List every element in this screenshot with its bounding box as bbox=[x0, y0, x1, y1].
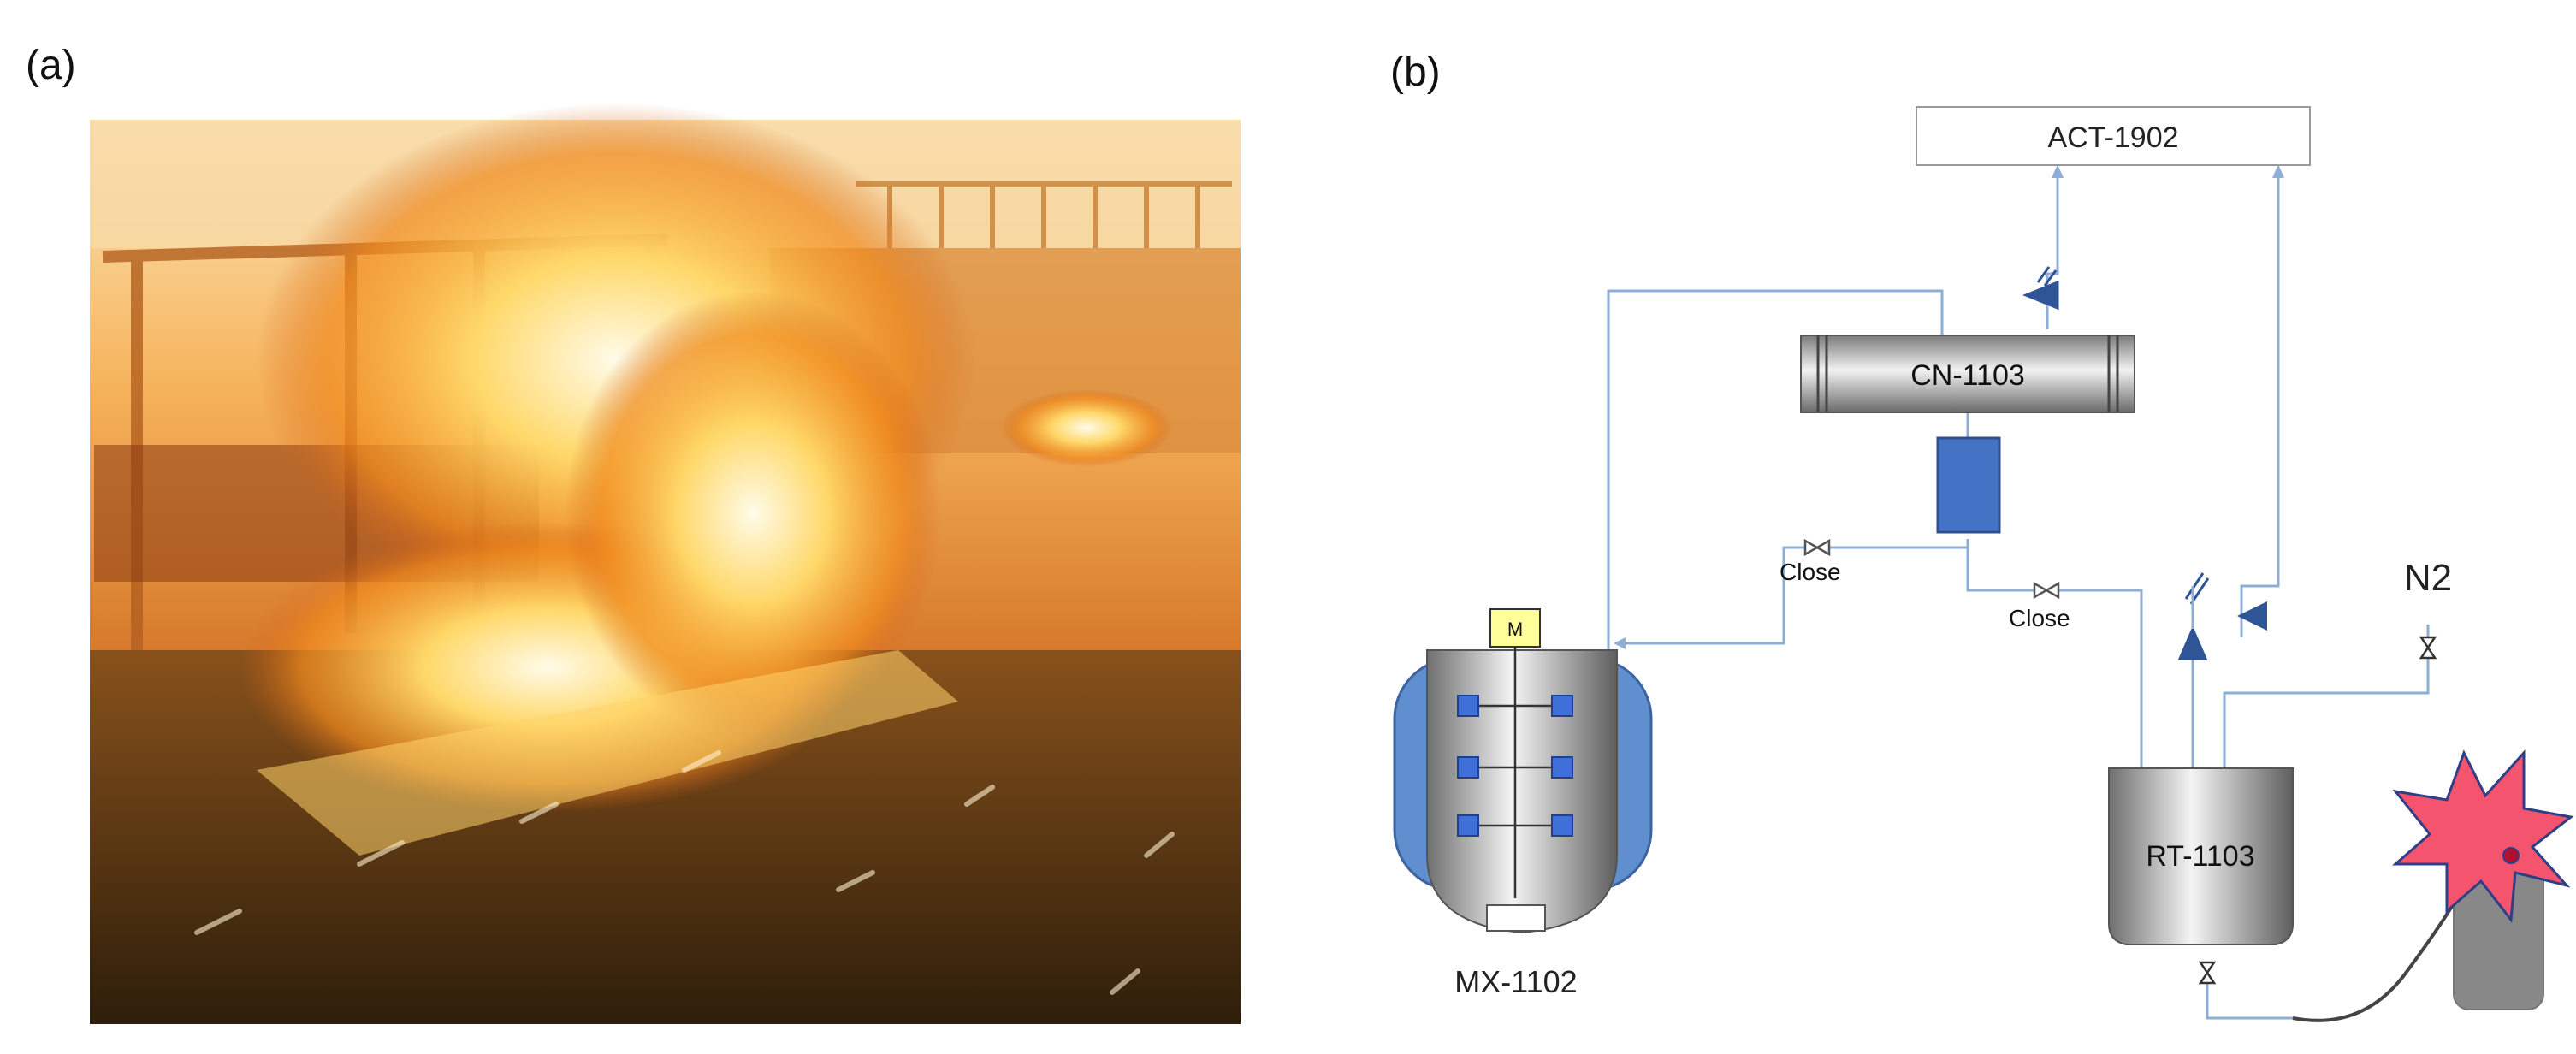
panel-b-label: (b) bbox=[1390, 50, 1441, 95]
close-valve-left: Close bbox=[1780, 538, 1841, 585]
piping bbox=[1607, 178, 2430, 1020]
n2-valve-icon bbox=[2419, 636, 2437, 660]
explosion-burst-icon bbox=[2392, 749, 2574, 1010]
close-valve-right-label: Close bbox=[2009, 605, 2070, 631]
cn-1103-label: CN-1103 bbox=[1910, 359, 2025, 392]
panel-a-label: (a) bbox=[26, 43, 76, 88]
close-valve-right: Close bbox=[2009, 581, 2070, 631]
separator-vessel bbox=[1936, 436, 2001, 534]
n2-label: N2 bbox=[2404, 557, 2452, 599]
rt-vent-valve-icon bbox=[2237, 601, 2267, 631]
mx-1102-label: MX-1102 bbox=[1454, 964, 1577, 999]
rt-1103-tank: RT-1103 bbox=[2108, 767, 2294, 985]
rt-relief-valve-icon bbox=[2177, 572, 2210, 660]
relief-valve-icon bbox=[2022, 266, 2059, 311]
rt-1103-label: RT-1103 bbox=[2146, 840, 2254, 873]
act-1902-box: ACT-1902 bbox=[1916, 106, 2311, 166]
mx-motor-label: M bbox=[1507, 619, 1523, 640]
fire-explosion-photo bbox=[90, 103, 1241, 1024]
act-1902-label: ACT-1902 bbox=[2047, 121, 2178, 154]
close-valve-left-label: Close bbox=[1780, 559, 1841, 585]
rt-bottom-valve-icon bbox=[2198, 961, 2217, 985]
mx-1102-mixer: M MX-1102 bbox=[1393, 608, 1653, 999]
cn-1103-condenser: CN-1103 bbox=[1800, 335, 2135, 413]
